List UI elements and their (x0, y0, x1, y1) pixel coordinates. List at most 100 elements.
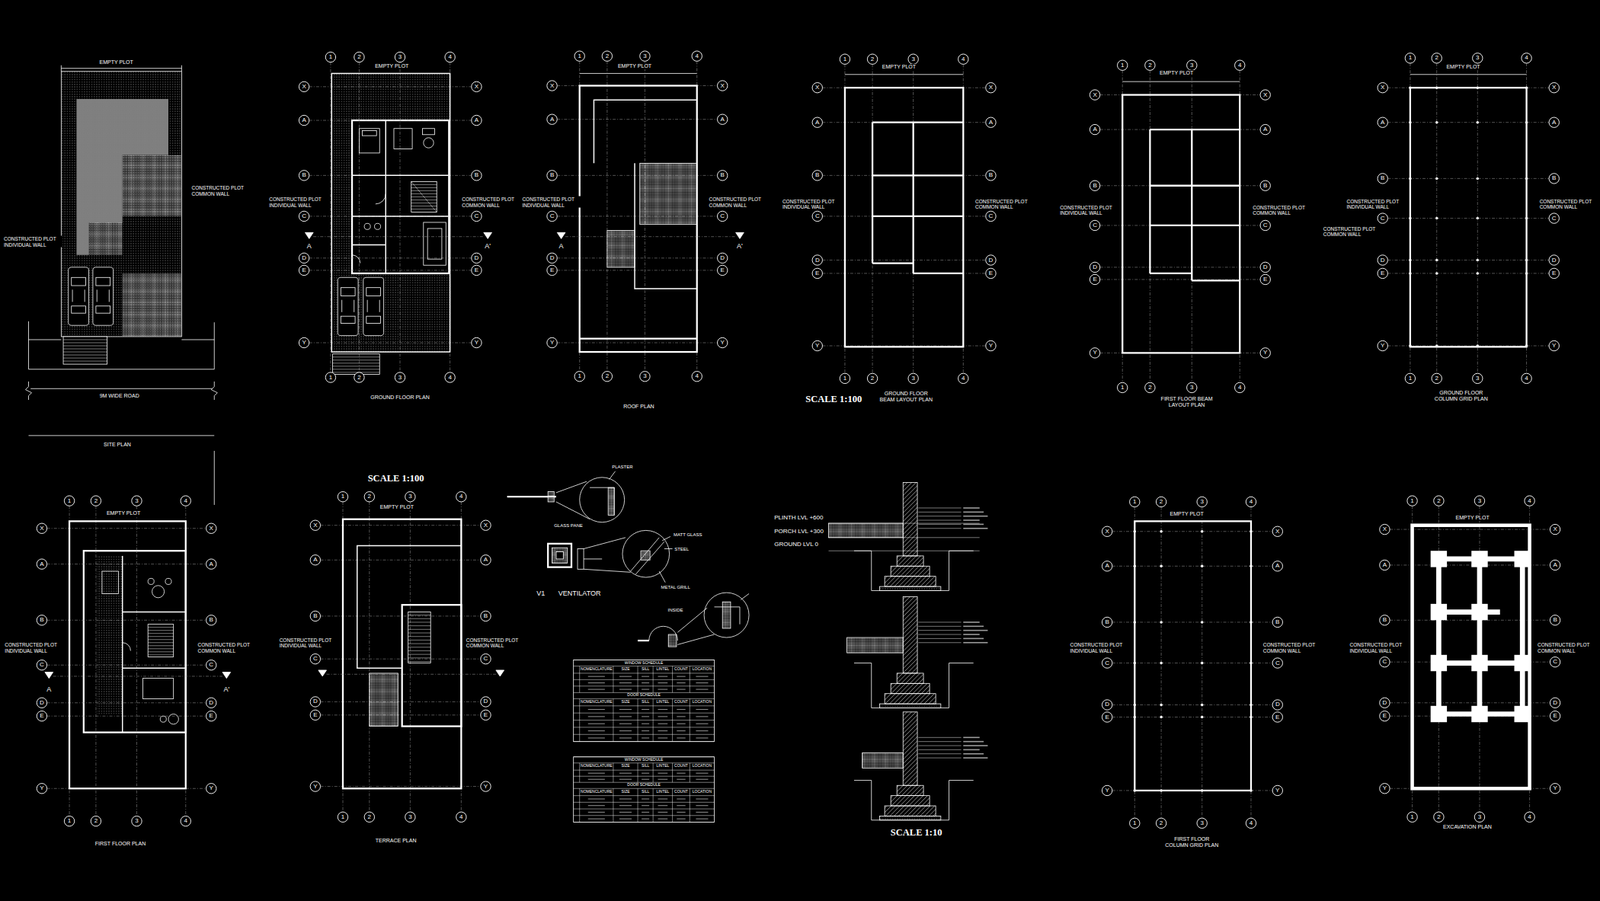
grid-bubble-label: 2 (94, 818, 98, 826)
drawing-circle (704, 592, 749, 638)
drawing-circle (812, 82, 823, 93)
grid-bubble-label: Y (1263, 349, 1268, 357)
drawing-circle (1472, 53, 1483, 64)
drawing-line (652, 816, 654, 823)
drawing-rect (963, 753, 984, 756)
drawing-circle (1089, 124, 1100, 135)
table-cell: NOMENCLATURE (580, 700, 613, 705)
drawing-line (332, 368, 381, 370)
drawing-circle (1200, 716, 1204, 719)
drawing-line (47, 563, 207, 565)
drawing-line (672, 802, 673, 810)
drawing-line (913, 272, 964, 275)
drawing-rect (963, 515, 988, 518)
drawing-line (637, 734, 639, 742)
drawing-path (714, 607, 740, 625)
drawing-line (677, 634, 714, 645)
grid-bubble-label: D (208, 699, 214, 707)
drawing-rect (619, 798, 632, 800)
drawing-rect (963, 633, 980, 636)
drawing-path (496, 670, 505, 677)
drawing-rect (963, 621, 980, 624)
drawing-line (309, 269, 472, 271)
grid-bubble-label: Y (313, 783, 317, 791)
drawing-line (320, 786, 481, 788)
grid-bubble-label: 4 (1524, 54, 1528, 62)
drawing-line (409, 502, 411, 813)
drawing-circle (867, 373, 877, 384)
drawing-circle (480, 653, 491, 664)
drawing-rect (361, 130, 377, 136)
grid-bubble-label: X (815, 84, 820, 92)
grid-bubble-label: 1 (1408, 54, 1412, 62)
drawing-line (672, 816, 673, 823)
drawing-line (637, 816, 639, 823)
drawing-rect (641, 716, 650, 717)
grid-bubble-label: A (301, 116, 306, 124)
drawing-circle (717, 114, 728, 125)
drawing-circle (480, 611, 491, 621)
drawing-circle (812, 268, 823, 279)
drawing-circle (206, 559, 217, 570)
drawing-circle (1548, 255, 1559, 266)
drawing-rect (963, 638, 984, 640)
drawing-circle (1117, 382, 1128, 393)
drawing-circle (547, 337, 557, 348)
drawing-path (318, 670, 327, 677)
drawing-rect (676, 737, 685, 739)
drawing-rect (340, 288, 356, 297)
drawing-line (918, 745, 961, 747)
drawing-circle (1525, 121, 1528, 124)
boundary-note: CONSTRUCTED PLOT COMMON WALL (1536, 642, 1597, 654)
drawing-line (579, 686, 580, 694)
drawing-line (652, 788, 654, 796)
grid-bubble-label: A (483, 556, 488, 564)
drawing-path (44, 672, 54, 679)
drawing-line (147, 636, 173, 637)
drawing-rect (676, 819, 685, 820)
grid-bubble-label: Y (1380, 342, 1385, 349)
drawing-circle (1235, 382, 1245, 393)
drawing-line (918, 642, 961, 644)
drawing-line (320, 714, 481, 716)
boundary-note: CONSTRUCTED PLOT COMMON WALL (1539, 198, 1599, 210)
grid-bubble-label: D (474, 254, 480, 262)
drawing-path (483, 232, 493, 239)
drawing-rect (695, 682, 708, 684)
drawing-line (579, 796, 580, 804)
drawing-line (332, 371, 381, 373)
drawing-circle (364, 223, 371, 230)
drawing-line (1149, 224, 1240, 227)
drawing-line (637, 776, 639, 783)
drawing-rect (676, 689, 685, 691)
drawing-circle (298, 115, 309, 125)
drawing-line (147, 630, 173, 631)
grid-bubble-label: X (1104, 528, 1109, 535)
drawing-rect (658, 819, 669, 820)
drawing-circle (717, 337, 728, 348)
grid-bubble-label: D (1552, 256, 1557, 264)
drawing-rect (619, 812, 632, 813)
drawing-line (652, 706, 654, 714)
grid-bubble-label: 4 (1249, 819, 1253, 827)
drawing-rect (1471, 655, 1488, 672)
drawing-rect (619, 723, 632, 725)
drawing-line (672, 809, 673, 816)
grid-bubble-label: X (1380, 84, 1385, 92)
drawing-rect (1514, 655, 1531, 672)
drawing-rect (619, 682, 632, 684)
grid-bubble-label: 4 (459, 813, 463, 821)
grid-bubble-label: C (313, 656, 318, 663)
drawing-line (918, 520, 961, 522)
drawing-rect (96, 556, 122, 715)
grid-bubble-label: C (1382, 659, 1388, 666)
drawing-circle (1089, 89, 1100, 100)
drawing-line (612, 796, 614, 804)
drawing-circle (310, 555, 320, 566)
drawing-rect (402, 604, 462, 727)
drawing-label: EMPTY PLOT (99, 59, 135, 66)
drawing-circle (1101, 561, 1112, 572)
grid-bubble-label: Y (483, 783, 488, 791)
drawing-line (353, 300, 355, 313)
boundary-note: CONSTRUCTED PLOT COMMON WALL (1251, 204, 1312, 216)
